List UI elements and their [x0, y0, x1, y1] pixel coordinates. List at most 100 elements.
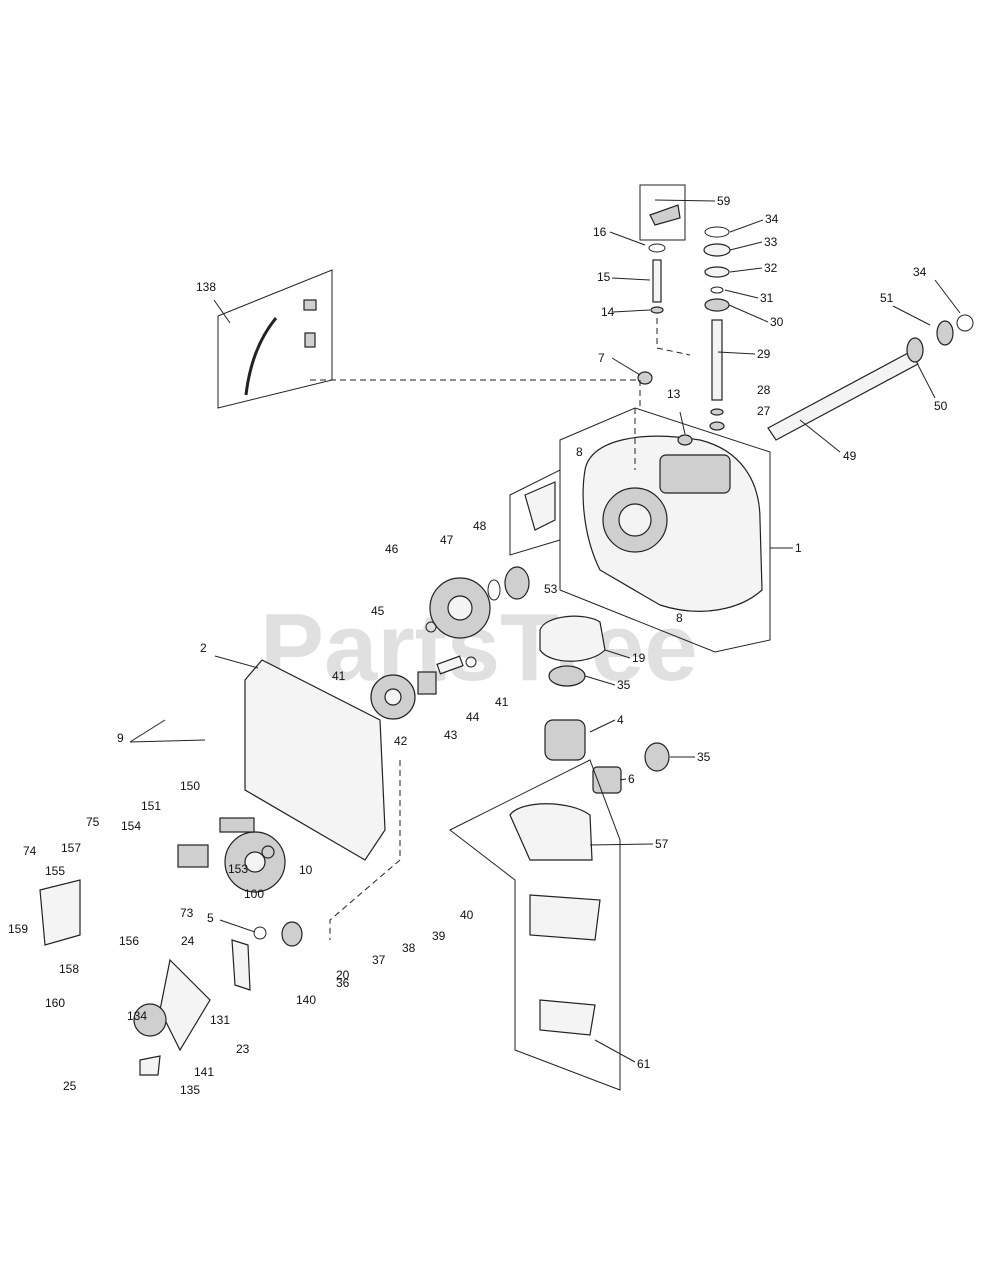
callout: 157	[61, 841, 81, 855]
callout: 34	[765, 212, 779, 226]
input-shaft-29	[711, 319, 723, 401]
inset-59-box	[639, 184, 686, 241]
ring-34-top	[704, 226, 730, 238]
callout: 41	[332, 669, 346, 683]
callout: 5	[207, 911, 214, 925]
seal-35-left	[548, 665, 586, 687]
callout: 30	[770, 315, 784, 329]
assembly-57-box	[449, 759, 621, 1091]
callout: 36	[336, 976, 350, 990]
oil-tube	[244, 317, 278, 396]
washer-33	[703, 243, 731, 257]
callout: 74	[23, 844, 37, 858]
housing-bore-inner	[618, 503, 652, 537]
callout: 9	[117, 731, 124, 745]
callout: 19	[632, 651, 646, 665]
callout: 8	[576, 445, 583, 459]
cylinder-block-4	[544, 719, 586, 761]
pinion-43	[417, 671, 437, 695]
plate-61-lower	[539, 999, 596, 1036]
seal-10	[261, 845, 275, 859]
callout: 39	[432, 929, 446, 943]
callout: 153	[228, 862, 248, 876]
housing-top-boss	[659, 454, 731, 494]
callout: 47	[440, 533, 454, 547]
callout: 29	[757, 347, 771, 361]
callout: 100	[244, 887, 264, 901]
dash-138	[310, 379, 641, 408]
gasket-53-box	[509, 469, 561, 556]
callout: 150	[180, 779, 200, 793]
leader-lines	[129, 199, 961, 1063]
shaft-44	[436, 655, 464, 675]
callout: 13	[667, 387, 681, 401]
callout: 41	[495, 695, 509, 709]
callout: 24	[181, 934, 195, 948]
bearing-48	[504, 566, 530, 600]
callout: 156	[119, 934, 139, 948]
disc-100-hub	[244, 851, 266, 873]
washer-5	[253, 926, 267, 940]
axle-shaft	[767, 351, 919, 441]
callout: 138	[196, 280, 216, 294]
ring-31	[710, 286, 724, 294]
callout: 34	[913, 265, 927, 279]
callout: 53	[544, 582, 558, 596]
callout: 38	[402, 941, 416, 955]
ring-45	[425, 621, 437, 633]
ring-16	[648, 243, 666, 253]
washer-47	[487, 579, 501, 601]
callout: 28	[757, 383, 771, 397]
callout: 159	[8, 922, 28, 936]
callout: 61	[637, 1057, 651, 1071]
lever-23	[159, 958, 211, 1052]
ring-34-right	[956, 314, 974, 332]
bracket-140	[231, 939, 251, 991]
callout: 16	[593, 225, 607, 239]
callout: 32	[764, 261, 778, 275]
callout: 59	[717, 194, 731, 208]
washer-41-right	[465, 656, 477, 668]
callout: 20	[336, 968, 350, 982]
callout: 40	[460, 908, 474, 922]
cam-141	[133, 1003, 167, 1037]
callout: 134	[127, 1009, 147, 1023]
seal-50	[906, 337, 924, 363]
dash-lower	[329, 760, 401, 940]
callout: 14	[601, 305, 615, 319]
callout: 73	[180, 906, 194, 920]
callout: 141	[194, 1065, 214, 1079]
callout: 27	[757, 404, 771, 418]
bracket-59	[649, 204, 681, 226]
callout: 37	[372, 953, 386, 967]
tube-fitting-top	[303, 299, 317, 311]
callout: 140	[296, 993, 316, 1007]
gear-46-hub	[447, 595, 473, 621]
callout: 31	[760, 291, 774, 305]
callout: 1	[795, 541, 802, 555]
callout: 50	[934, 399, 948, 413]
callout: 23	[236, 1042, 250, 1056]
callout: 35	[617, 678, 631, 692]
callout: 42	[394, 734, 408, 748]
callout: 7	[598, 351, 605, 365]
callout: 135	[180, 1083, 200, 1097]
callout: 75	[86, 815, 100, 829]
plate-74	[39, 879, 81, 946]
bearing-51	[936, 320, 954, 346]
callout: 6	[628, 772, 635, 786]
bracket-153	[177, 844, 209, 868]
callout: 158	[59, 962, 79, 976]
cover-2	[244, 659, 386, 861]
callout: 4	[617, 713, 624, 727]
callout: 10	[299, 863, 313, 877]
callout: 154	[121, 819, 141, 833]
housing-outline-box	[559, 407, 771, 653]
seal-20	[281, 921, 303, 947]
plug-13	[677, 434, 693, 446]
callout: 8	[676, 611, 683, 625]
callouts: 1 2 4 5 6 7 8 8 9 10 13 14 15 16 19 20 2…	[8, 194, 948, 1097]
seal-35-right	[644, 742, 670, 772]
tube-fitting-bottom	[304, 332, 316, 348]
